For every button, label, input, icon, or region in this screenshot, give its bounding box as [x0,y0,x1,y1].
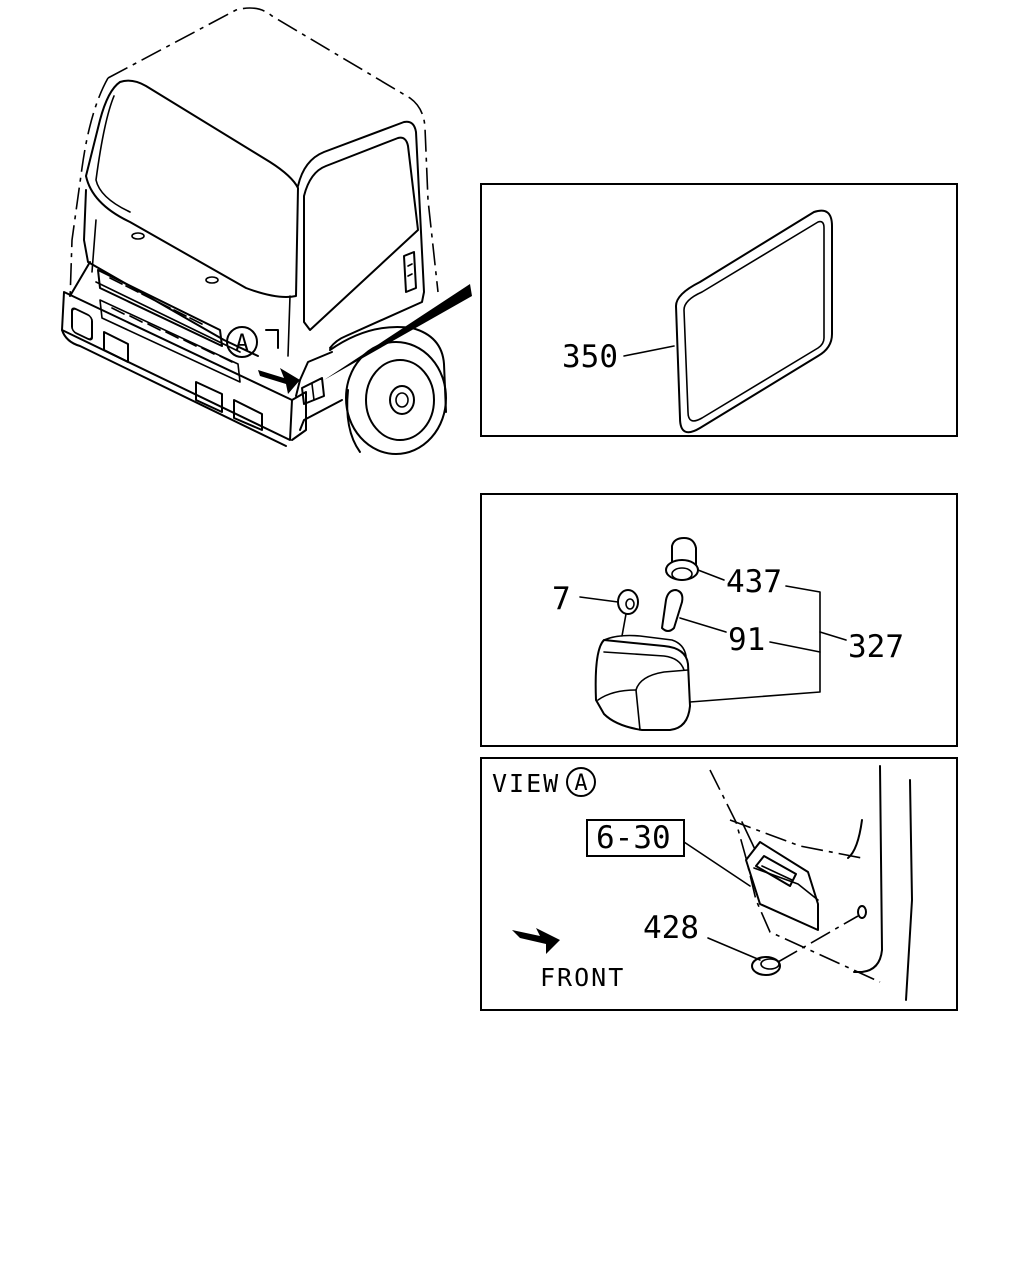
view-marker-label: A [574,771,587,796]
callout-428: 428 [643,910,699,946]
callout-350: 350 [562,339,618,375]
reference-box-6-30 [586,819,685,857]
front-arrow-icon [512,928,560,954]
cab-view-marker-label: A [235,331,248,356]
detail-box-327: 437 7 91 327 [480,493,958,747]
direction-arrow-icon [258,368,300,394]
callout-7: 7 [552,581,571,617]
view-label: VIEW [492,769,560,798]
detail-box-view-a: VIEW A 6-30 428 FRONT [480,757,958,1011]
callout-327: 327 [848,629,904,665]
view-marker-circle [566,767,596,797]
callout-91: 91 [728,622,765,658]
truck-cab-illustration: A [61,7,472,455]
callout-6-30: 6-30 [596,820,671,856]
callout-437: 437 [726,564,782,600]
front-label: FRONT [540,963,625,992]
detail-box-350: 350 [480,183,958,437]
